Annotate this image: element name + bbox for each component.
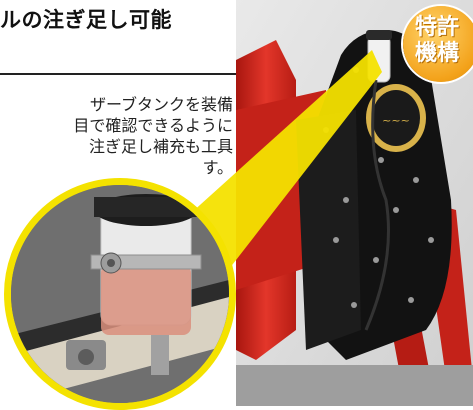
svg-text:~~~: ~~~ (382, 114, 410, 127)
description-line-1: ザーブタンクを装備 (89, 95, 233, 114)
machine-photo: ~~~ 特許 機構 (236, 0, 473, 406)
badge-line-2: 機構 (415, 41, 460, 66)
zoom-circle (4, 178, 236, 410)
description-line-4: す。 (202, 158, 233, 177)
patent-badge: 特許 機構 (403, 6, 473, 82)
section-heading: ルの注ぎ足し可能 (0, 8, 172, 32)
badge-line-1: 特許 (415, 15, 460, 40)
reservoir-closeup (11, 185, 229, 403)
description-text: ザーブタンクを装備 目で確認できるように 注ぎ足し補充も工具 す。 (0, 94, 233, 178)
heading-divider (0, 73, 238, 75)
description-line-3: 注ぎ足し補充も工具 (88, 137, 233, 156)
description-line-2: 目で確認できるように (73, 116, 233, 135)
